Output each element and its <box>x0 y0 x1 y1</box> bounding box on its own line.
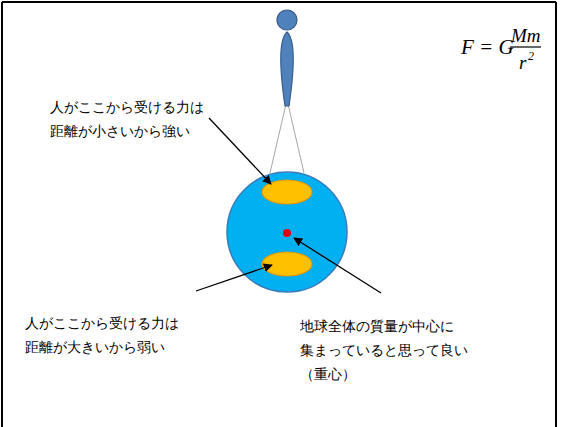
near-region <box>262 180 312 204</box>
person-figure <box>270 10 304 173</box>
formula-denominator: r <box>519 53 526 72</box>
fraction-bar <box>510 46 541 47</box>
formula-text: F = G <box>461 37 514 58</box>
annotation: 地球全体の質量が中心に 集まっていると思って良い （重心） <box>300 314 478 386</box>
annotation: 人がここから受ける力は 距離が小さいから強い <box>50 95 210 143</box>
annotation: 人がここから受ける力は 距離が大きいから弱い <box>25 311 185 359</box>
formula-exponent: 2 <box>528 50 534 62</box>
leader-arrow <box>294 238 381 293</box>
far-region <box>262 252 312 276</box>
leader-arrow <box>196 265 272 291</box>
leader-arrows <box>196 118 381 293</box>
formula-numerator: Mm <box>511 26 541 45</box>
leader-arrow <box>209 118 271 184</box>
center-of-mass <box>283 229 291 237</box>
